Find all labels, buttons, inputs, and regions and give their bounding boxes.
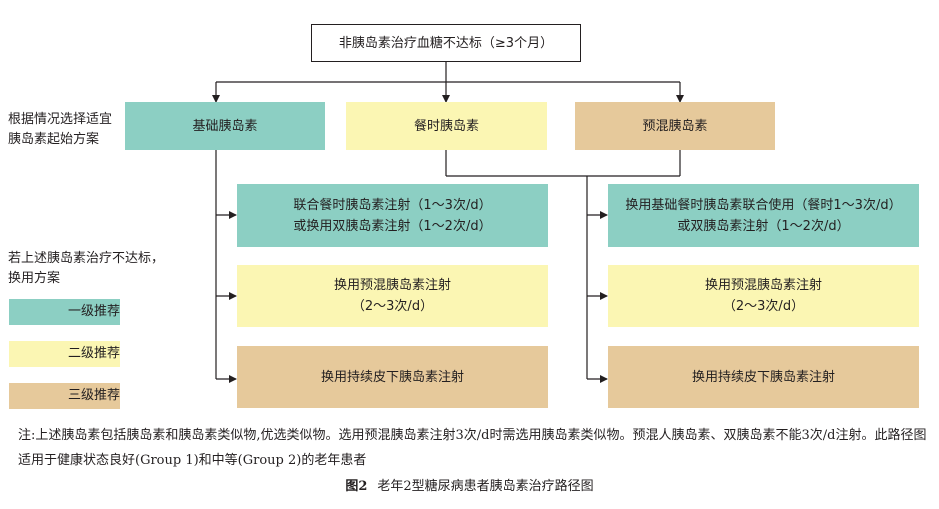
left-step2-text: 换用预混胰岛素注射 （2～3次/d） [333,278,451,314]
prandial-insulin-box: 餐时胰岛素 [346,102,547,150]
premixed-insulin-box: 预混胰岛素 [575,102,775,150]
left-step3-text: 换用持续皮下胰岛素注射 [320,369,464,385]
left-step2-box: 换用预混胰岛素注射 （2～3次/d） [237,265,548,327]
legend-label-level3: 三级推荐 [68,388,121,403]
left-step1-box: 联合餐时胰岛素注射（1～3次/d） 或换用双胰岛素注射（1～2次/d） [237,184,548,247]
premixed-insulin-label: 预混胰岛素 [642,118,708,134]
figure-title: 老年2型糖尿病患者胰岛素治疗路径图 [377,479,594,494]
side-label-fail: 若上述胰岛素治疗不达标， 换用方案 [8,251,165,286]
figure-note: 注:上述胰岛素包括胰岛素和胰岛素类似物,优选类似物。选用预混胰岛素注射3次/d时… [18,428,927,468]
left-step3-box: 换用持续皮下胰岛素注射 [237,346,548,408]
basal-insulin-box: 基础胰岛素 [125,102,325,150]
right-step3-text: 换用持续皮下胰岛素注射 [691,369,835,385]
right-step2-text: 换用预混胰岛素注射 （2～3次/d） [704,278,822,314]
legend-swatch-level3 [9,383,120,409]
right-step3-box: 换用持续皮下胰岛素注射 [608,346,919,408]
right-step1-text: 换用基础餐时胰岛素联合使用（餐时1～3次/d） 或双胰岛素注射（1～2次/d） [625,197,902,234]
right-step1-box: 换用基础餐时胰岛素联合使用（餐时1～3次/d） 或双胰岛素注射（1～2次/d） [608,184,919,247]
legend-label-level2: 二级推荐 [68,346,121,361]
side-label-start: 根据情况选择适宜 胰岛素起始方案 [8,112,113,147]
start-condition-text: 非胰岛素治疗血糖不达标（≥3个月） [338,35,554,51]
right-step2-box: 换用预混胰岛素注射 （2～3次/d） [608,265,919,327]
basal-insulin-label: 基础胰岛素 [192,118,258,134]
legend-label-level1: 一级推荐 [68,304,121,319]
figure-number: 图2 [345,479,368,494]
legend-swatch-level1 [9,299,120,325]
legend-swatch-level2 [9,341,120,367]
left-step1-text: 联合餐时胰岛素注射（1～3次/d） 或换用双胰岛素注射（1～2次/d） [293,197,492,234]
figure-caption: 图2 老年2型糖尿病患者胰岛素治疗路径图 [0,477,939,497]
prandial-insulin-label: 餐时胰岛素 [413,118,479,134]
start-condition-box: 非胰岛素治疗血糖不达标（≥3个月） [311,24,581,62]
